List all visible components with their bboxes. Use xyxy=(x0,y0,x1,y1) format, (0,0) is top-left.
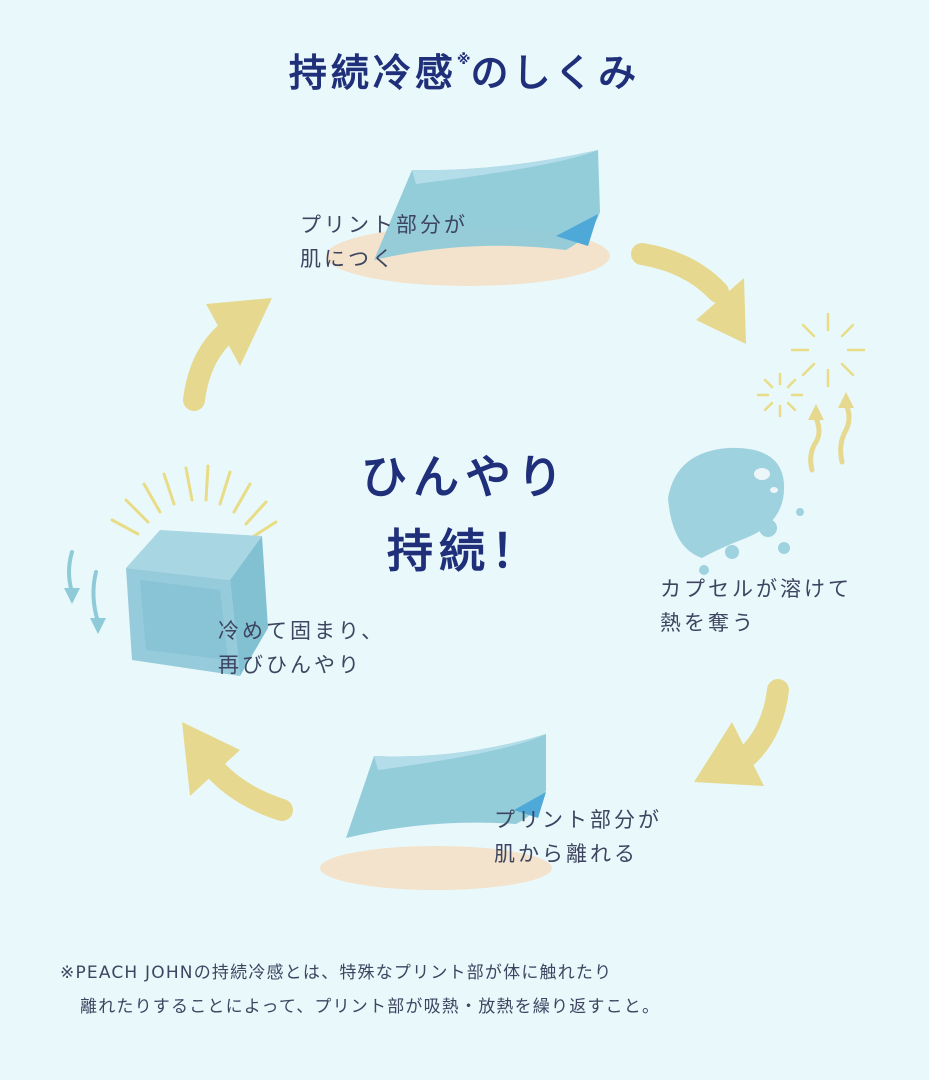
fabric-leaving-skin-illustration xyxy=(320,734,552,890)
cycle-arrows xyxy=(182,243,789,821)
arrow-top-right xyxy=(631,243,746,344)
footnote: ※PEACH JOHNの持続冷感とは、特殊なプリント部が体に触れたり 離れたりす… xyxy=(60,956,890,1024)
arrow-top-left xyxy=(183,298,272,411)
footnote-line-2: 離れたりすることによって、プリント部が吸熱・放熱を繰り返すこと。 xyxy=(80,997,661,1017)
center-line-1: ひんやり xyxy=(361,450,569,504)
footnote-line-1: ※PEACH JOHNの持続冷感とは、特殊なプリント部が体に触れたり xyxy=(60,963,613,983)
step-label-leave-skin: プリント部分が 肌から離れる xyxy=(494,808,662,866)
diagram-title: 持続冷感※のしくみ xyxy=(288,51,641,95)
fabric-on-skin-illustration xyxy=(326,150,610,286)
center-line-2: 持続！ xyxy=(387,524,543,578)
step-label-re-solidify: 冷めて固まり、 再びひんやり xyxy=(218,619,386,677)
ice-cube-illustration xyxy=(64,464,278,676)
arrow-bottom-right xyxy=(694,679,789,786)
step-label-capsule-melts: カプセルが溶けて 熱を奪う xyxy=(660,577,852,635)
center-message: ひんやり 持続！ xyxy=(300,440,630,588)
melting-capsule-illustration xyxy=(668,312,866,575)
arrow-bottom-left xyxy=(182,722,293,821)
step-label-touch-skin: プリント部分が 肌につく xyxy=(300,213,468,271)
